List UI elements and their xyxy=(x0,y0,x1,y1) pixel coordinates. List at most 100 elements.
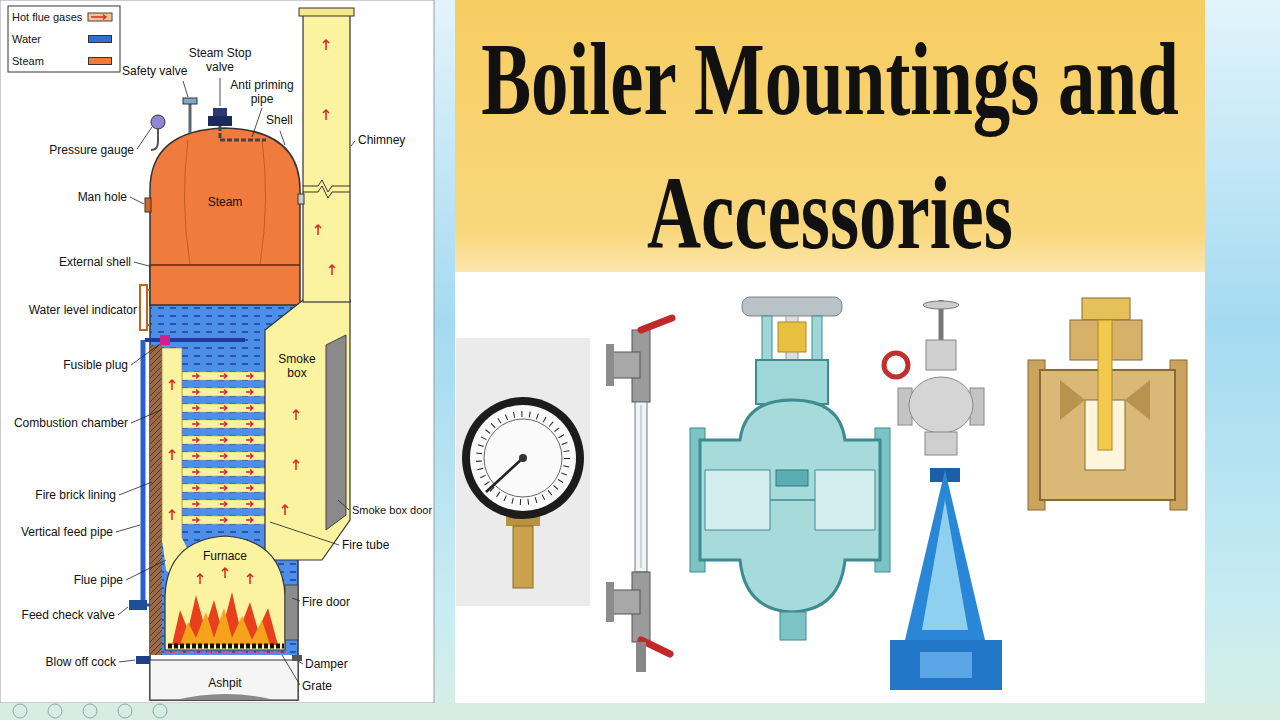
boiler-drawing-part xyxy=(192,518,253,523)
pressure-gauge-picture-part xyxy=(513,526,533,588)
nozzle-picture xyxy=(890,468,1002,690)
part-label: Fire brick lining xyxy=(35,488,116,502)
boiler-drawing-part xyxy=(182,372,268,380)
boiler-drawing-part xyxy=(151,115,165,129)
boiler-drawing-part xyxy=(282,505,288,515)
part-label: Combustion chamber xyxy=(14,416,128,430)
legend-text: Water xyxy=(12,32,41,46)
boiler-drawing-part xyxy=(323,110,329,120)
boiler-drawing-part xyxy=(303,180,350,198)
pressure-gauge-picture-part xyxy=(470,405,576,511)
slide-controls-part xyxy=(83,704,97,718)
leader-lines-part xyxy=(134,262,149,266)
boiler-drawing-part xyxy=(150,128,300,305)
leader-lines-part xyxy=(130,197,144,204)
slide-title: Boiler Mountings and Accessories xyxy=(470,12,1190,280)
water-gauge-picture-part xyxy=(606,582,614,622)
water-gauge-picture-part xyxy=(641,318,672,330)
boiler-drawing-part xyxy=(197,574,203,584)
stop-valve-picture-part xyxy=(884,353,908,377)
leader-lines-part xyxy=(280,131,285,145)
pressure-gauge-picture-part xyxy=(462,397,584,519)
stop-valve-picture-part xyxy=(926,340,956,370)
slide-controls-part xyxy=(153,704,167,718)
boiler-drawing-part xyxy=(182,420,268,428)
part-label: Grate xyxy=(302,679,332,693)
part-label: Shell xyxy=(266,113,293,127)
legend-frame-part xyxy=(88,13,112,21)
part-label: Anti priming pipe xyxy=(229,78,295,106)
leader-lines xyxy=(116,78,355,685)
boiler-drawing-part xyxy=(169,450,175,460)
leader-lines-part xyxy=(351,141,355,146)
fusible-plug-picture-part xyxy=(1098,320,1112,450)
water-gauge-picture-part xyxy=(606,344,614,386)
nozzle-picture-part xyxy=(890,640,1002,690)
boiler-drawing-part xyxy=(150,264,300,266)
boiler-drawing-part xyxy=(172,592,278,645)
leader-lines-part xyxy=(131,410,161,423)
boiler-drawing-part xyxy=(293,410,299,420)
stop-valve-picture-part xyxy=(909,377,973,433)
boiler-drawing-part xyxy=(169,510,175,520)
part-label: Fusible plug xyxy=(63,358,128,372)
boiler-drawing-part xyxy=(165,651,286,653)
boiler-drawing-part xyxy=(140,285,147,330)
legend-frame-part xyxy=(8,6,120,72)
part-label: Smoke box xyxy=(276,352,318,380)
part-label: Steam Stop valve xyxy=(187,46,253,74)
boiler-drawing-part xyxy=(192,438,253,443)
boiler-drawing-part xyxy=(247,574,253,584)
boiler-drawing-part xyxy=(150,345,162,655)
globe-valve-picture-part xyxy=(762,316,772,362)
boiler-drawing-part xyxy=(182,436,268,444)
legend-text: Steam xyxy=(12,54,44,68)
leader-lines-part xyxy=(270,522,339,545)
part-label: Blow off cock xyxy=(46,655,116,669)
boiler-drawing-part xyxy=(182,484,268,492)
boiler-drawing-part xyxy=(329,265,335,275)
boiler-drawing-part xyxy=(299,8,354,16)
boiler-drawing-part xyxy=(136,656,150,664)
pressure-gauge-picture xyxy=(456,338,590,606)
slide-background xyxy=(0,0,1205,703)
boiler-drawing-part xyxy=(162,348,182,543)
nozzle-picture-part xyxy=(920,652,972,678)
water-gauge-picture-part xyxy=(612,590,640,614)
boiler-drawing-part xyxy=(175,694,275,700)
boiler-drawing-part xyxy=(192,374,253,379)
stop-valve-picture-part xyxy=(923,301,959,309)
slide-controls-part xyxy=(118,704,132,718)
boiler-drawing-part xyxy=(180,608,270,645)
water-gauge-picture-part xyxy=(636,642,646,672)
boiler-drawing-part xyxy=(182,500,268,508)
water-gauge-picture xyxy=(606,318,672,672)
boiler-drawing-part xyxy=(220,126,266,140)
boiler-drawing-part xyxy=(189,104,192,133)
boiler-drawing-part xyxy=(165,536,285,650)
part-label: Vertical feed pipe xyxy=(21,525,113,539)
boiler-drawing-part xyxy=(192,406,253,411)
leader-lines-part xyxy=(137,127,152,149)
leader-lines-part xyxy=(282,655,300,685)
boiler-drawing-part xyxy=(150,660,298,700)
part-label: Fire tube xyxy=(342,538,389,552)
fusible-plug-picture-part xyxy=(1082,298,1130,320)
boiler-drawing-part xyxy=(315,225,321,235)
boiler-drawing-part xyxy=(213,108,227,116)
globe-valve-picture-part xyxy=(705,470,875,530)
globe-valve-picture-part xyxy=(742,297,842,316)
slide-controls xyxy=(0,703,1280,720)
part-label: Flue pipe xyxy=(74,573,123,587)
leader-lines-part xyxy=(119,482,152,495)
globe-valve-picture-part xyxy=(756,360,828,404)
boiler-drawing-part xyxy=(265,300,350,560)
leader-lines-part xyxy=(119,660,135,662)
globe-valve-picture-part xyxy=(700,400,880,612)
boiler-drawing-part xyxy=(160,335,170,345)
pressure-gauge-picture-part xyxy=(486,458,523,492)
globe-valve-picture-part xyxy=(780,612,806,640)
boiler-drawing-part xyxy=(192,422,253,427)
boiler-drawing-part xyxy=(168,644,284,649)
